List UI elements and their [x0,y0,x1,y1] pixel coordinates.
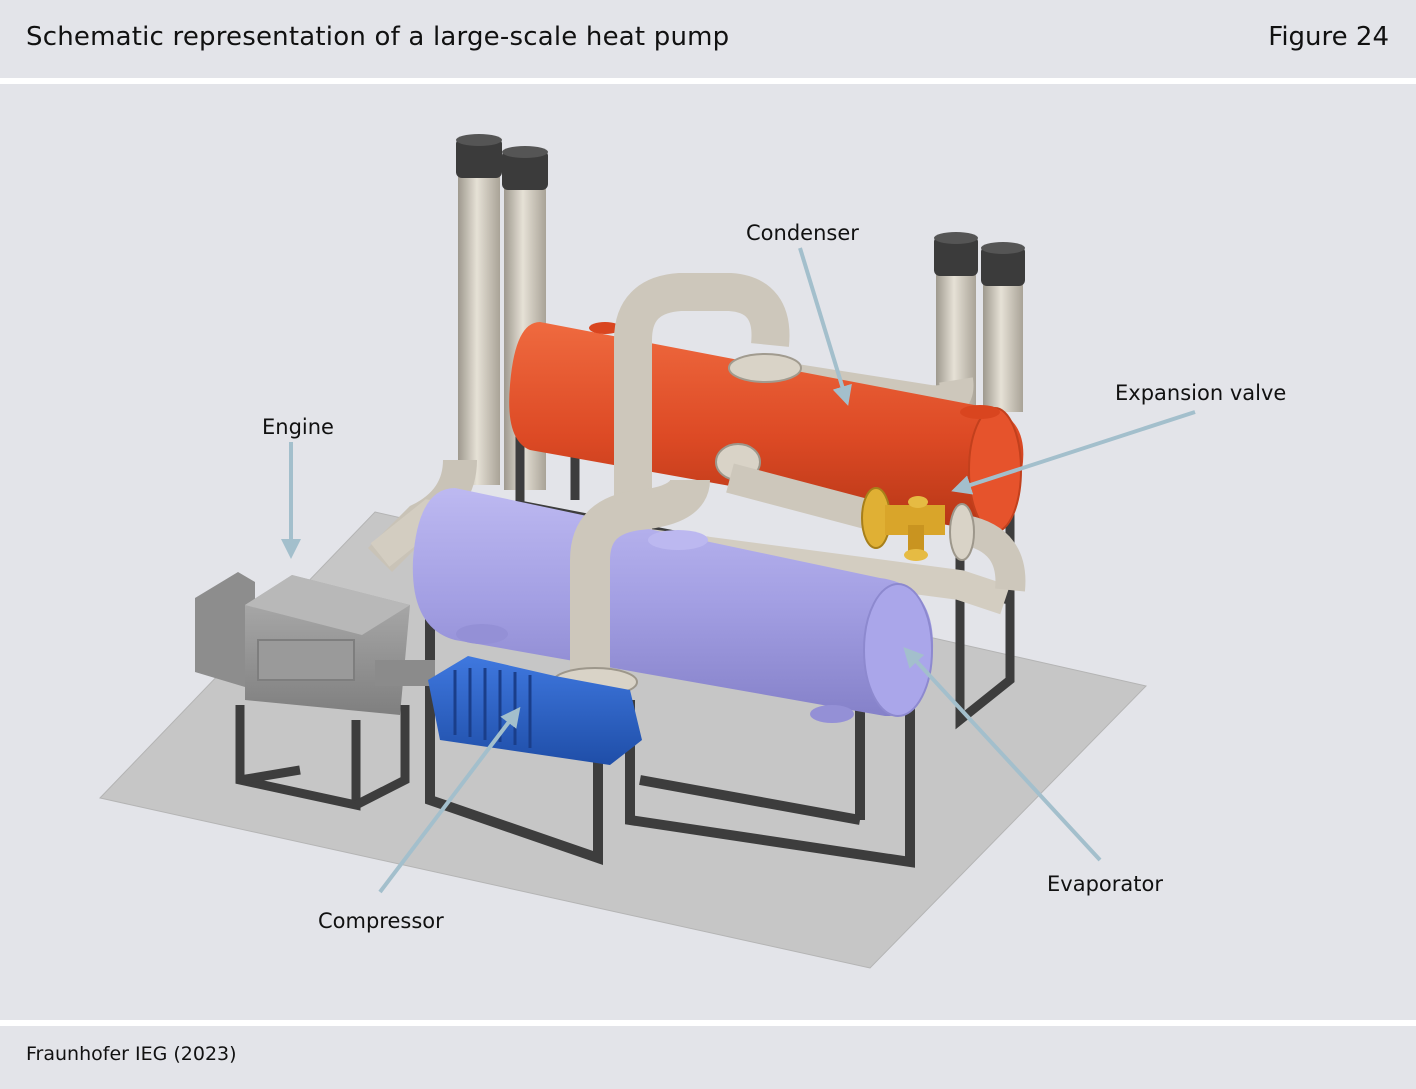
condenser-arrow [798,247,852,406]
condenser-label: Condenser [746,221,859,245]
evaporator-label: Evaporator [1047,872,1163,896]
header: Schematic representation of a large-scal… [0,0,1416,78]
expansion-valve-arrow [951,410,1196,495]
engine-motor [195,572,435,811]
evaporator-vessel [412,488,934,723]
evaporator-arrow [903,647,1102,862]
condenser-loop-pipe [614,273,802,540]
right-riser-pipes [787,232,1025,420]
expansion-valve-label: Expansion valve [1115,381,1286,405]
expansion-valve [861,487,975,561]
source-credit: Fraunhofer IEG (2023) [26,1043,237,1065]
engine-label: Engine [262,415,334,439]
compressor-arrow [378,706,521,894]
figure-title: Schematic representation of a large-scal… [26,22,730,52]
bottom-divider [0,1020,1416,1026]
top-divider [0,78,1416,84]
callout-arrows [281,247,1196,894]
footer: Fraunhofer IEG (2023) [0,1026,1416,1089]
heat-pump-illustration: Condenser Expansion valve Engine Evapora… [99,134,1286,969]
figure-number: Figure 24 [1268,22,1389,52]
compressor-label: Compressor [318,909,444,933]
diagram-area: Condenser Expansion valve Engine Evapora… [0,84,1416,1020]
